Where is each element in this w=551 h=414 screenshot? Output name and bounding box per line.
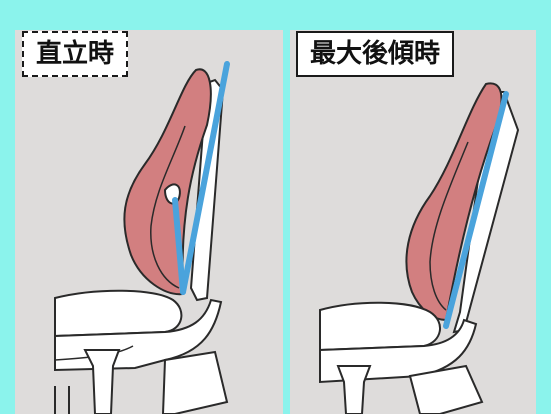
upright-chair-illustration [54,61,230,414]
seat-cushion [54,289,183,338]
back-axis-line [180,61,230,295]
cushion-inner-contour [429,141,469,311]
seat-cushion [319,301,441,352]
chair-column [83,349,121,414]
max-recline-label: 最大後傾時 [296,31,455,77]
mechanism [161,350,229,414]
lumbar-axis-line [172,197,186,295]
upright-panel [15,30,283,414]
cushion-inner-contour [150,125,186,289]
recline-panel [290,30,536,414]
back-axis-line [443,91,509,329]
upright-label: 直立時 [22,31,129,77]
chair-column [336,365,372,414]
base-legs [54,386,70,414]
mechanism [408,364,484,414]
back-cushion [123,68,212,296]
recline-chair-illustration [319,82,520,414]
